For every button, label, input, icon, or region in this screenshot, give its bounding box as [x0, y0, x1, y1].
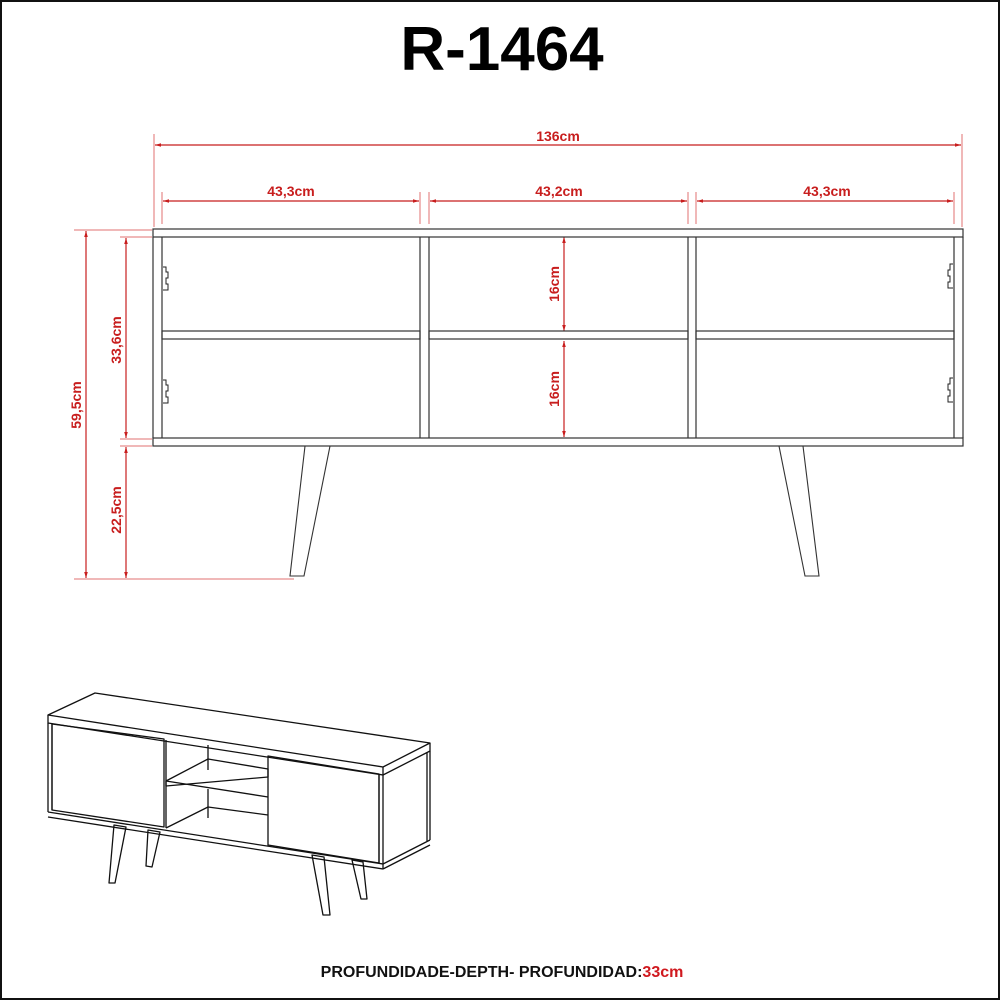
isometric-view-cabinet: [47, 692, 431, 916]
upper-niche-height-label: 16cm: [546, 266, 562, 302]
total-width-label: 136cm: [536, 128, 580, 144]
body-height-label: 33,6cm: [108, 316, 124, 363]
lower-niche-height-label: 16cm: [546, 371, 562, 407]
right-leg: [778, 445, 820, 577]
total-height-label: 59,5cm: [68, 381, 84, 428]
right-section-width-label: 43,3cm: [803, 183, 850, 199]
depth-value: 33cm: [642, 964, 684, 981]
hinge-icon: [163, 379, 169, 404]
hinge-icons: [163, 263, 953, 404]
left-section-width-label: 43,3cm: [267, 183, 314, 199]
leg-height-label: 22,5cm: [108, 486, 124, 533]
model-title: R-1464: [400, 15, 604, 84]
dimension-extension-lines: [74, 134, 963, 580]
dimension-lines: [84, 143, 961, 578]
middle-section-width-label: 43,2cm: [535, 183, 582, 199]
depth-note: PROFUNDIDADE-DEPTH- PROFUNDIDAD:33cm: [2, 964, 998, 982]
hinge-icon: [947, 263, 953, 289]
hinge-icon: [163, 266, 169, 291]
depth-label: PROFUNDIDADE-DEPTH- PROFUNDIDAD:: [320, 964, 643, 981]
hinge-icon: [947, 377, 953, 403]
left-leg: [289, 445, 331, 577]
cabinet-legs: [289, 445, 820, 577]
front-view-cabinet: [152, 228, 964, 447]
